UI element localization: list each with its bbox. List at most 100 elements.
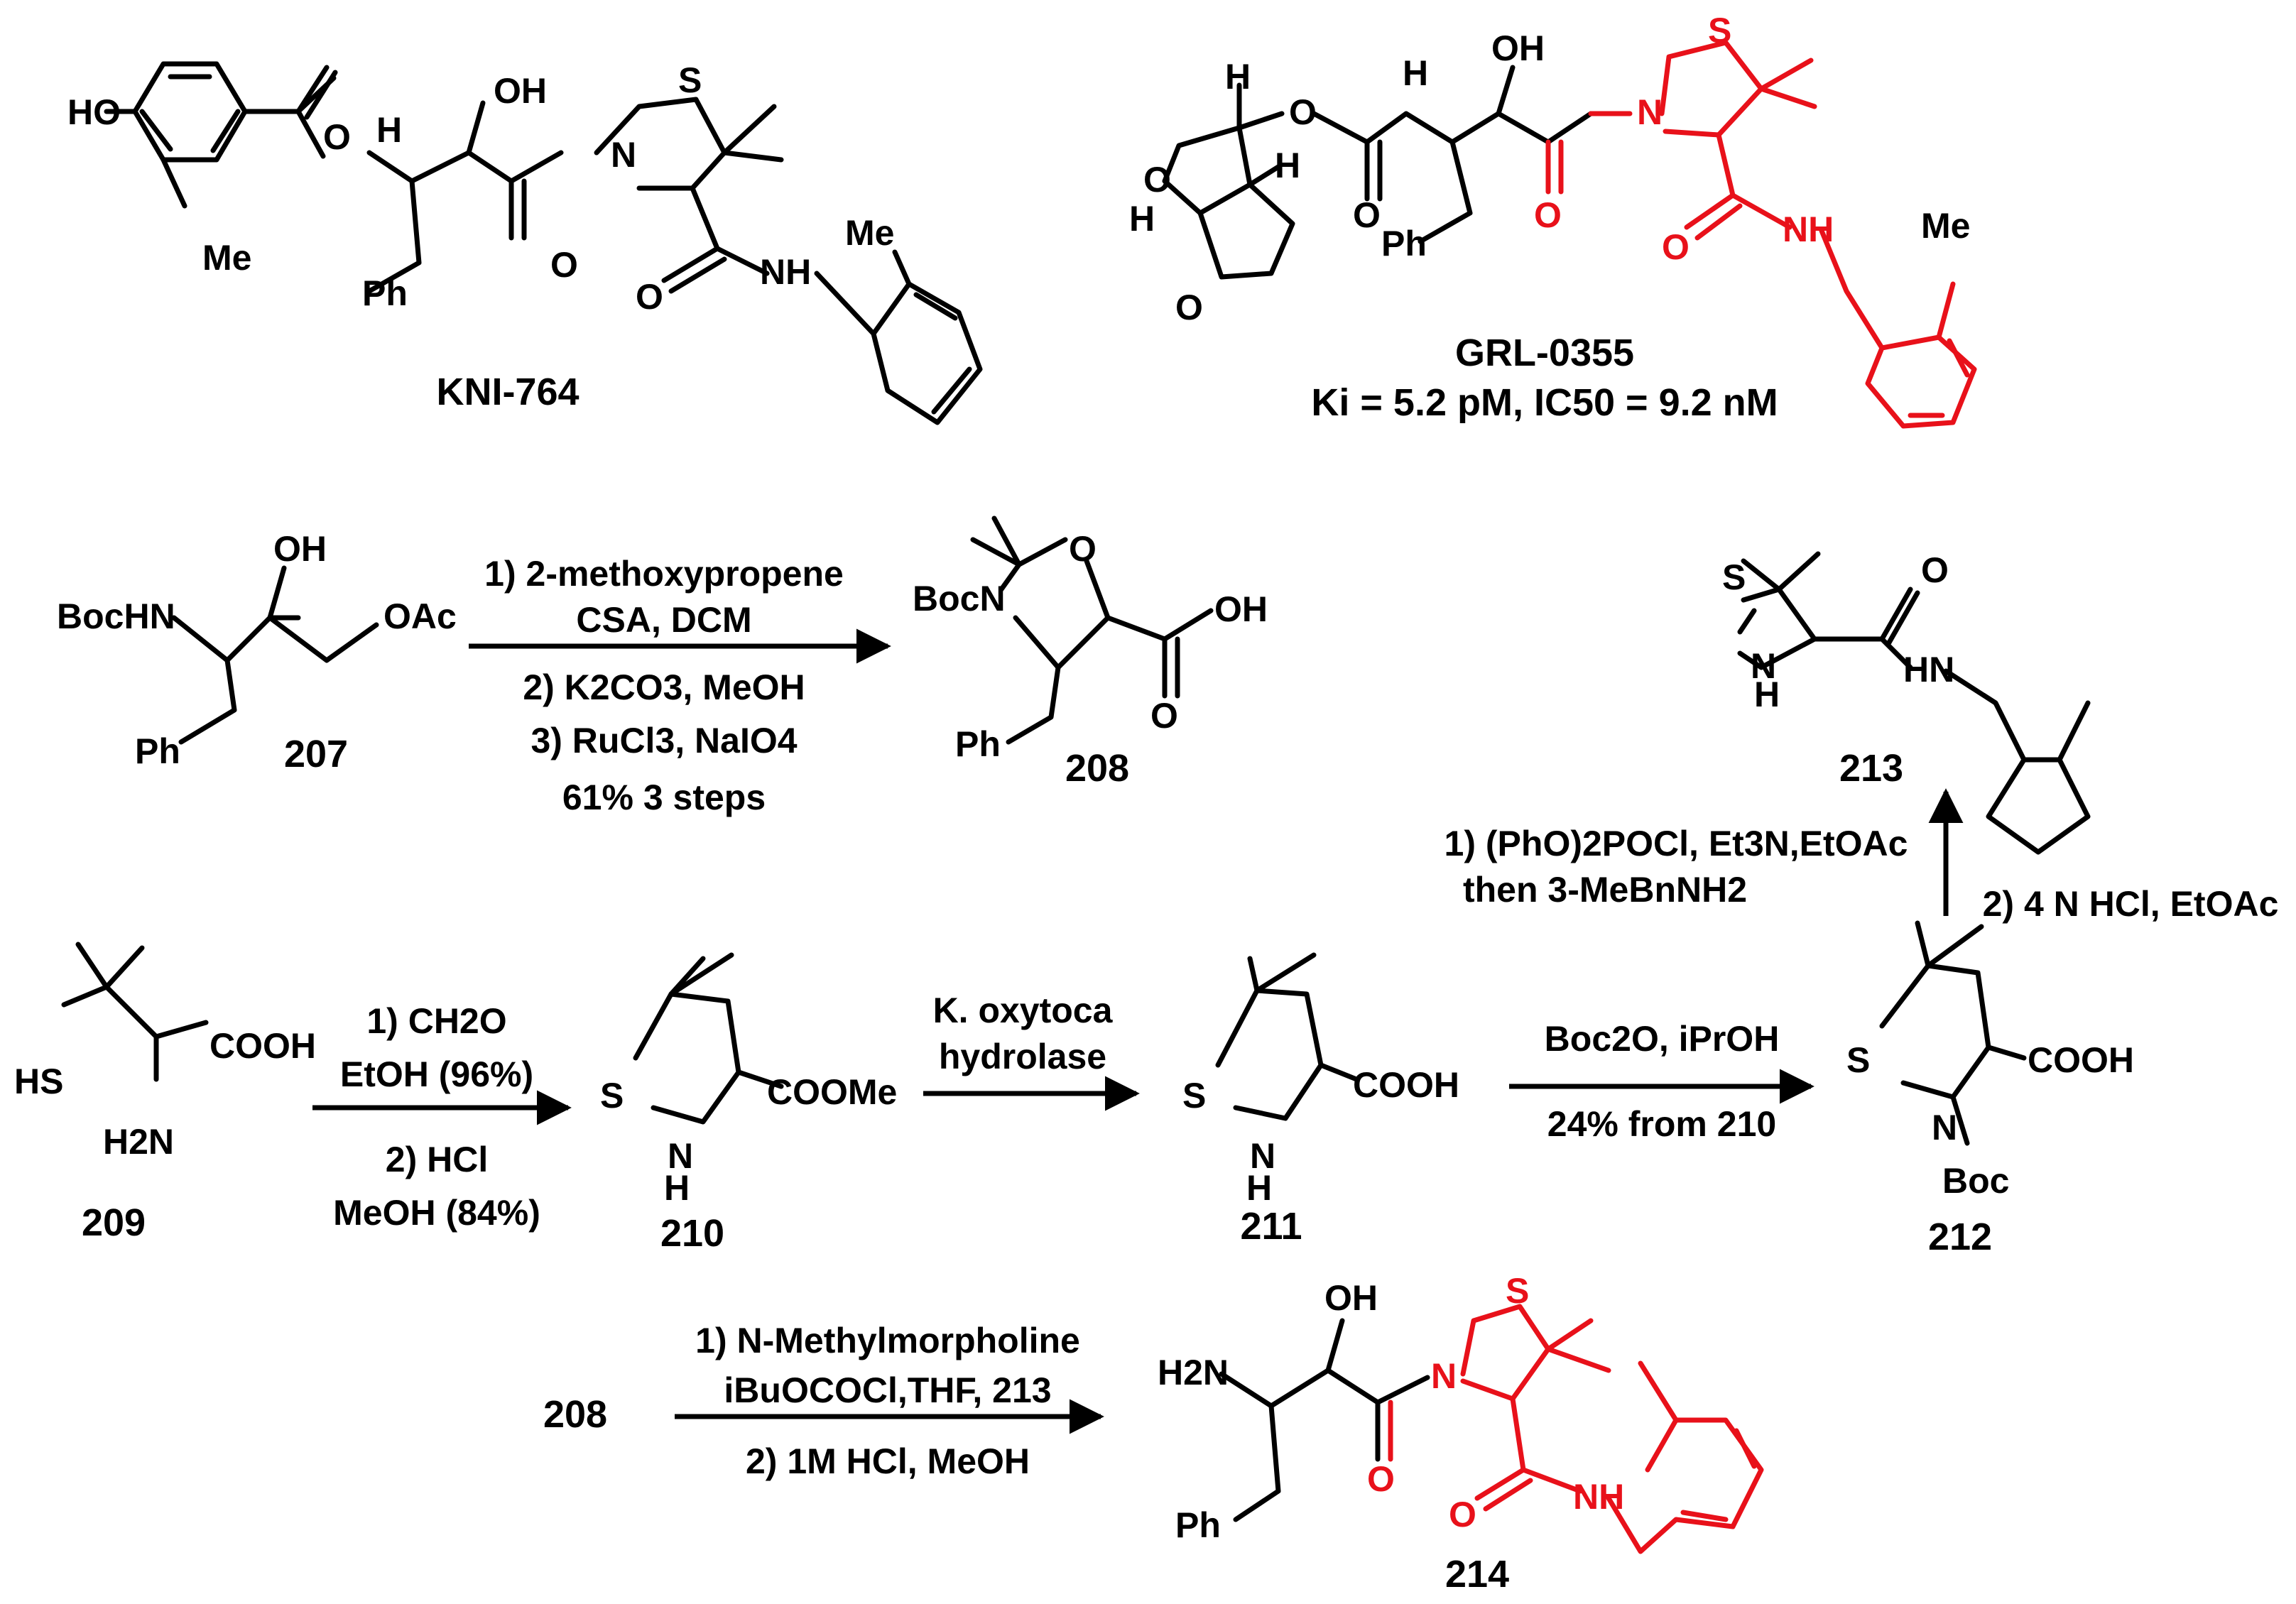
structure-207: BocHN OH OAc Ph 207 bbox=[57, 529, 457, 775]
grl-0355-activity: Ki = 5.2 pM, IC50 = 9.2 nM bbox=[1311, 381, 1778, 424]
label-oh: OH bbox=[1324, 1278, 1378, 1318]
label-o: O bbox=[1449, 1495, 1476, 1534]
compound-label-213: 213 bbox=[1839, 747, 1903, 790]
r6-line3: 2) 1M HCl, MeOH bbox=[746, 1441, 1030, 1481]
label-s: S bbox=[1182, 1076, 1206, 1115]
structure-grl-0355: O H O H H O O H OH Ph O N S O NH Me GRL-… bbox=[1129, 11, 1977, 429]
structure-214: H2N OH Ph O N S O NH 214 bbox=[1158, 1271, 1764, 1595]
label-h2n: H2N bbox=[1158, 1353, 1229, 1392]
label-o: O bbox=[1353, 195, 1381, 235]
label-h: H bbox=[1246, 1168, 1272, 1208]
label-coome: COOMe bbox=[767, 1072, 897, 1112]
label-h: H bbox=[1225, 57, 1251, 97]
label-o: O bbox=[323, 117, 351, 157]
label-cooh: COOH bbox=[1353, 1065, 1459, 1105]
r6-line1: 1) N-Methylmorpholine bbox=[695, 1321, 1080, 1360]
label-bochn: BocHN bbox=[57, 596, 175, 636]
compound-label-207: 207 bbox=[284, 733, 348, 775]
label-s: S bbox=[1846, 1040, 1870, 1080]
structure-208: BocN O OH O Ph 208 bbox=[913, 515, 1268, 790]
label-s: S bbox=[1506, 1271, 1529, 1311]
label-oh: OH bbox=[1491, 28, 1545, 68]
compound-label-212: 212 bbox=[1928, 1216, 1992, 1258]
structure-213: S N H O HN 213 bbox=[1722, 550, 2091, 855]
r5-line1: 1) (PhO)2POCl, Et3N,EtOAc bbox=[1444, 824, 1908, 863]
structure-211: S N H COOH 211 bbox=[1182, 952, 1459, 1248]
r4-line1: Boc2O, iPrOH bbox=[1545, 1019, 1780, 1059]
label-nh: NH bbox=[760, 252, 811, 292]
label-cooh: COOH bbox=[2028, 1040, 2134, 1080]
compound-label-208: 208 bbox=[1065, 747, 1129, 790]
label-n: N bbox=[1250, 1136, 1275, 1176]
label-n: N bbox=[1637, 92, 1663, 132]
label-h: H bbox=[1754, 675, 1780, 714]
r2-line2: EtOH (96%) bbox=[340, 1054, 533, 1094]
label-s: S bbox=[600, 1076, 624, 1115]
structure-kni-764: HO Me O H OH Ph O N S O NH Me KNI-764 bbox=[67, 60, 983, 425]
label-o: O bbox=[1662, 227, 1690, 267]
label-oh: OH bbox=[494, 71, 547, 111]
label-oac: OAc bbox=[383, 596, 457, 636]
label-o: O bbox=[1069, 529, 1097, 569]
label-ph: Ph bbox=[135, 731, 180, 771]
label-me: Me bbox=[202, 238, 251, 278]
label-me: Me bbox=[845, 213, 894, 253]
compound-label-kni-764: KNI-764 bbox=[436, 371, 579, 413]
r4-line2: 24% from 210 bbox=[1547, 1104, 1776, 1144]
structure-212: S N COOH Boc 212 bbox=[1846, 920, 2134, 1258]
r1-line4: 3) RuCl3, NaIO4 bbox=[531, 721, 797, 760]
compound-label-208-start: 208 bbox=[543, 1393, 607, 1436]
label-o: O bbox=[636, 277, 663, 317]
r1-line3: 2) K2CO3, MeOH bbox=[523, 667, 805, 707]
label-ph: Ph bbox=[1175, 1505, 1221, 1545]
label-bocn: BocN bbox=[913, 579, 1006, 618]
label-ph: Ph bbox=[1381, 224, 1427, 263]
label-cooh: COOH bbox=[210, 1026, 316, 1066]
label-me: Me bbox=[1921, 206, 1970, 246]
label-h: H bbox=[1129, 199, 1155, 239]
label-ho: HO bbox=[67, 92, 121, 132]
r1-yield: 61% 3 steps bbox=[562, 778, 766, 817]
compound-label-210: 210 bbox=[660, 1212, 724, 1255]
label-oh: OH bbox=[1214, 589, 1268, 629]
label-s: S bbox=[1708, 11, 1731, 50]
structure-209: HS COOH H2N 209 bbox=[14, 942, 316, 1244]
label-s: S bbox=[1722, 557, 1746, 597]
label-o: O bbox=[1289, 92, 1317, 132]
r2-line4: MeOH (84%) bbox=[333, 1193, 540, 1233]
label-o: O bbox=[1150, 696, 1178, 736]
label-oh: OH bbox=[273, 529, 327, 569]
label-hn: HN bbox=[1903, 650, 1954, 689]
label-o: O bbox=[1143, 160, 1171, 200]
label-boc: Boc bbox=[1942, 1161, 2009, 1201]
r3-line1: K. oxytoca bbox=[933, 991, 1114, 1030]
label-o: O bbox=[550, 245, 578, 285]
r3-line2: hydrolase bbox=[939, 1037, 1106, 1076]
label-ph: Ph bbox=[362, 273, 408, 313]
r2-line1: 1) CH2O bbox=[366, 1001, 506, 1041]
label-n: N bbox=[668, 1136, 693, 1176]
r5-line3: 2) 4 N HCl, EtOAc bbox=[1983, 884, 2279, 924]
label-h: H bbox=[376, 110, 402, 150]
label-ph: Ph bbox=[955, 724, 1001, 764]
label-h: H bbox=[1275, 146, 1300, 185]
label-n: N bbox=[1431, 1356, 1457, 1396]
label-o: O bbox=[1367, 1459, 1395, 1499]
label-nh: NH bbox=[1783, 209, 1834, 249]
r5-line2: then 3-MeBnNH2 bbox=[1463, 870, 1747, 910]
label-n: N bbox=[1932, 1108, 1957, 1147]
r6-line2: iBuOCOCl,THF, 213 bbox=[724, 1370, 1051, 1410]
compound-label-211: 211 bbox=[1240, 1205, 1302, 1248]
label-n: N bbox=[1751, 646, 1776, 686]
label-hs: HS bbox=[14, 1062, 63, 1101]
label-o: O bbox=[1921, 550, 1949, 590]
label-h: H bbox=[664, 1168, 690, 1208]
label-h2n: H2N bbox=[103, 1122, 174, 1162]
compound-label-209: 209 bbox=[82, 1201, 146, 1244]
compound-label-grl-0355: GRL-0355 bbox=[1455, 332, 1634, 374]
label-o: O bbox=[1175, 288, 1203, 327]
label-h: H bbox=[1403, 53, 1428, 93]
label-s: S bbox=[678, 60, 702, 100]
r1-line2: CSA, DCM bbox=[576, 600, 751, 640]
